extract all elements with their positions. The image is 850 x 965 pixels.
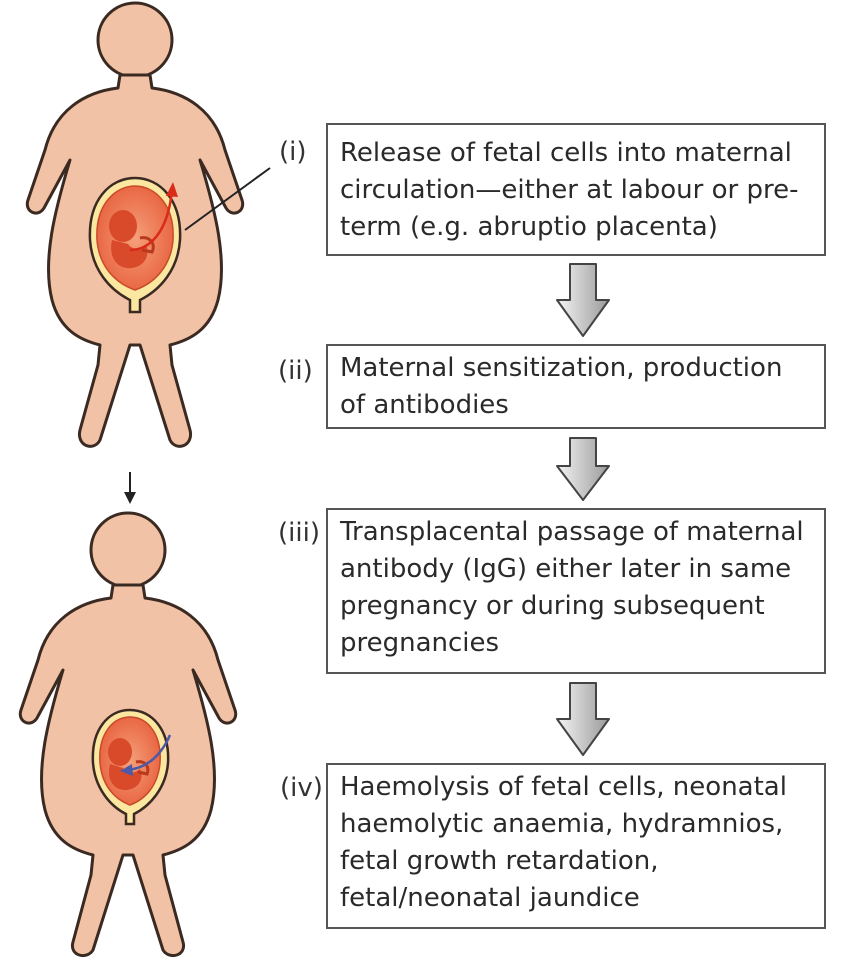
pregnant-woman-figure-bottom <box>18 511 238 958</box>
step-text-iv: Haemolysis of fetal cells, neonatal haem… <box>340 772 787 913</box>
step-text-iii: Transplacental passage of maternal antib… <box>340 517 804 658</box>
step-text-ii: Maternal sensitization, production of an… <box>340 353 783 420</box>
step-box-i: Release of fetal cells into maternal cir… <box>326 123 826 256</box>
step-marker-ii: (ii) <box>278 356 313 386</box>
step-marker-i: (i) <box>279 137 307 167</box>
step-box-ii: Maternal sensitization, production of an… <box>326 344 826 429</box>
step-marker-iii: (iii) <box>278 518 320 548</box>
antibody-arrow-icon <box>120 734 172 776</box>
step-marker-iv: (iv) <box>280 773 323 803</box>
step-box-iv: Haemolysis of fetal cells, neonatal haem… <box>326 763 826 929</box>
pregnant-woman-figure-top <box>25 1 271 448</box>
fetus-in-uterus-icon <box>88 176 182 314</box>
step-box-iii: Transplacental passage of maternal antib… <box>326 508 826 674</box>
down-arrow-icon <box>124 472 136 504</box>
pointer-line-i <box>184 167 271 231</box>
step-text-i: Release of fetal cells into maternal cir… <box>340 138 799 242</box>
block-arrow-icon <box>556 437 610 501</box>
fetal-cells-arrow-icon <box>129 182 178 252</box>
block-arrow-icon <box>556 682 610 756</box>
block-arrow-icon <box>556 263 610 337</box>
